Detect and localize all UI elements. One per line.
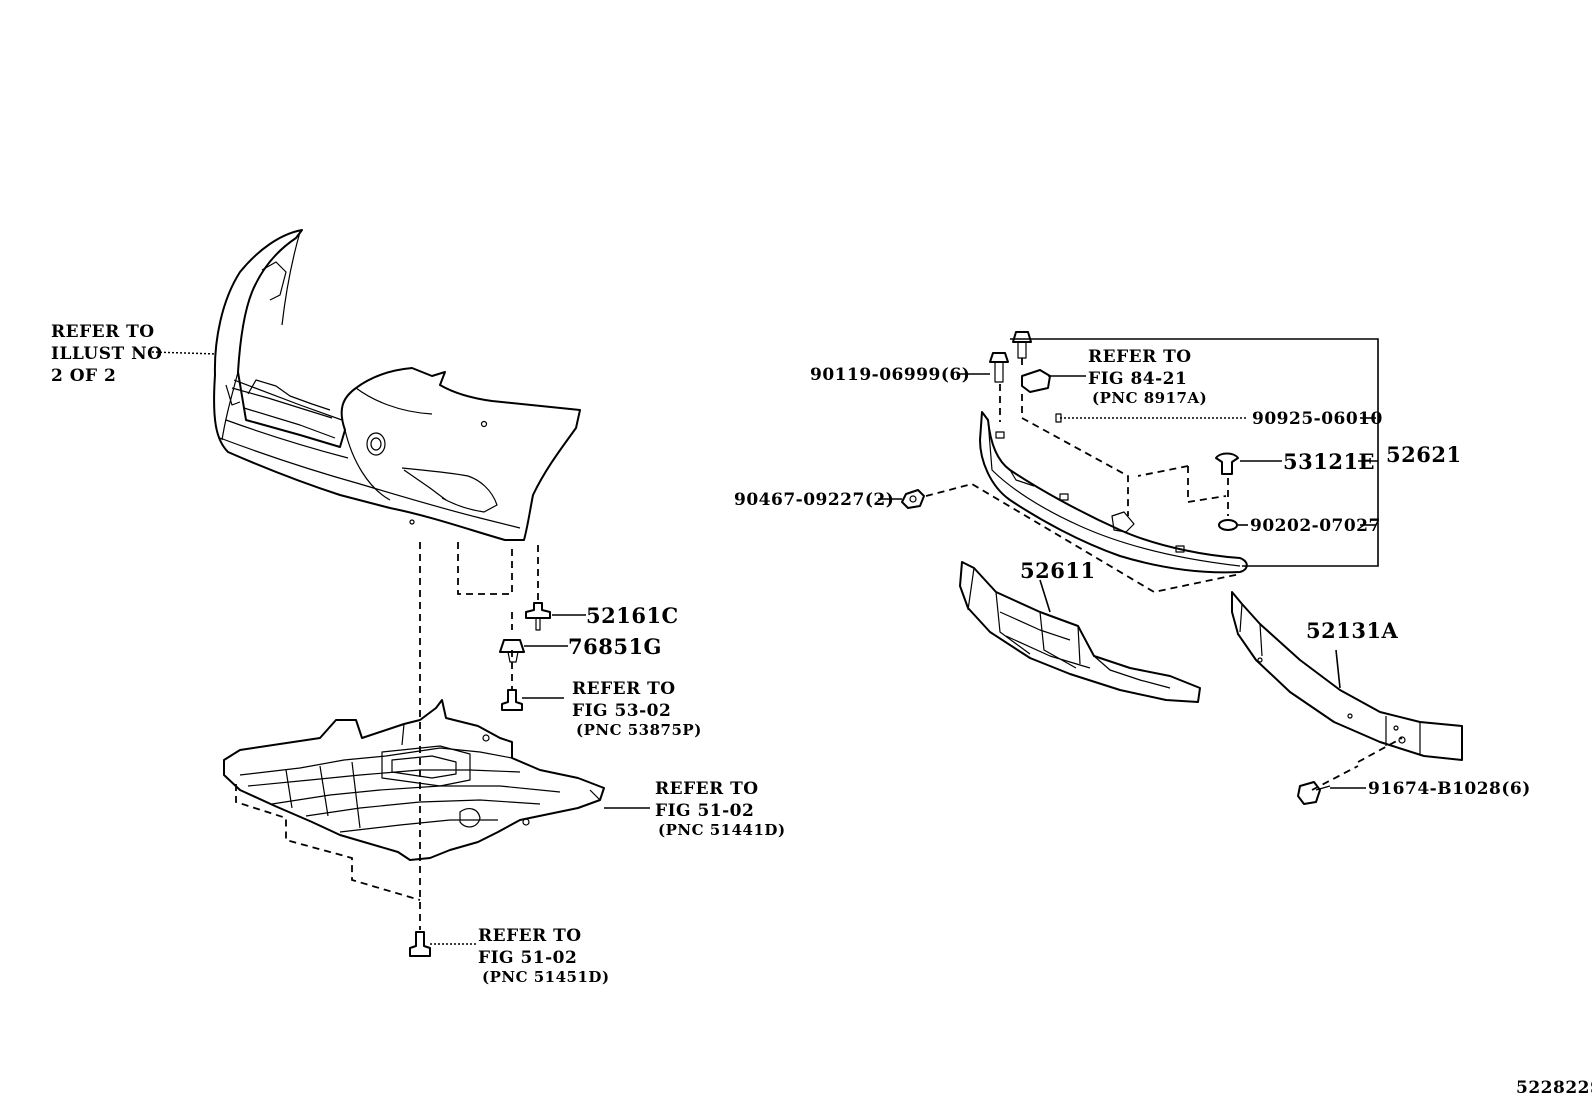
bolt-90119[interactable]: [958, 352, 1009, 383]
clip-52161c[interactable]: [525, 602, 586, 631]
clip-76851g[interactable]: [499, 639, 568, 663]
retainer-52621[interactable]: [979, 411, 1248, 574]
label-90467: 90467-09227(2): [734, 490, 894, 510]
bolt-fig51[interactable]: [409, 931, 476, 957]
label-52611: 52611: [1020, 558, 1096, 583]
retainer-53121e[interactable]: [1215, 452, 1282, 475]
engine-under-cover[interactable]: [223, 699, 605, 861]
nut-90467[interactable]: [878, 489, 925, 509]
label-fig51-cover: REFER TO FIG 51-02 (PNC 51441D): [655, 779, 786, 839]
label-91674: 91674-B1028(6): [1368, 779, 1531, 799]
label-53121e: 53121E: [1283, 449, 1375, 474]
absorber-52611[interactable]: [959, 561, 1201, 703]
label-90925: 90925-06010: [1252, 409, 1383, 429]
label-fig84: REFER TO FIG 84-21 (PNC 8917A): [1088, 347, 1207, 407]
bolt-top[interactable]: [1012, 331, 1032, 359]
figure-number: 522822S: [1516, 1078, 1592, 1098]
label-52161c: 52161C: [586, 603, 679, 628]
label-90119: 90119-06999(6): [810, 365, 970, 385]
label-fig51-bolt: REFER TO FIG 51-02 (PNC 51451D): [478, 926, 610, 986]
front-bumper-cover[interactable]: [213, 229, 581, 541]
label-bumper-refer: REFER TO ILLUST NO 2 OF 2: [51, 322, 169, 386]
label-76851g: 76851G: [568, 634, 662, 659]
screw-fig53[interactable]: [501, 689, 564, 711]
bolt-91674[interactable]: [1297, 781, 1366, 805]
reinforcement-52131a[interactable]: [1231, 591, 1463, 761]
label-52131a: 52131A: [1306, 618, 1399, 643]
clip-fig84[interactable]: [1021, 369, 1086, 393]
label-fig53: REFER TO FIG 53-02 (PNC 53875P): [572, 679, 702, 739]
label-52621: 52621: [1386, 442, 1462, 467]
label-90202: 90202-07027: [1250, 516, 1381, 536]
washer-90202[interactable]: [1218, 519, 1248, 531]
